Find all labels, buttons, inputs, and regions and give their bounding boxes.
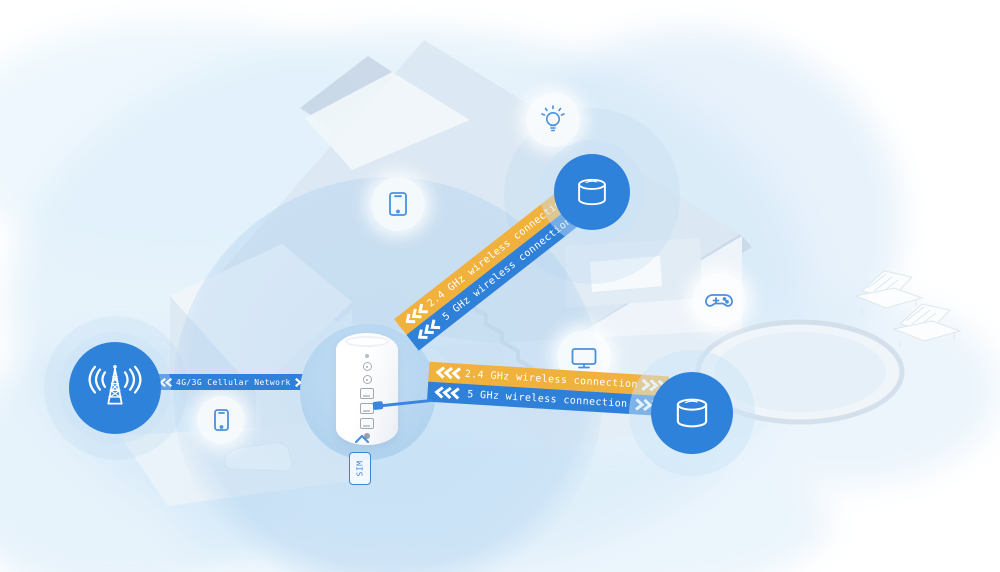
up-arrow-icon <box>354 434 370 444</box>
router-ports <box>360 354 374 439</box>
gable-wall <box>170 244 352 392</box>
ethernet-port <box>360 388 374 399</box>
cell-tower-icon <box>88 365 142 405</box>
wifi-cylinder-icon <box>676 398 708 428</box>
smartphone-icon <box>197 396 245 444</box>
main-router-device <box>336 333 432 445</box>
lightbulb-icon <box>526 93 580 147</box>
car <box>224 442 293 472</box>
lounge-chairs <box>854 270 962 347</box>
sim-label: SIM <box>355 460 365 477</box>
stairs <box>469 304 535 371</box>
tablet-icon <box>371 177 425 231</box>
cell-tower-node <box>69 342 161 434</box>
gamepad-icon <box>692 273 746 327</box>
left-chevrons-icon <box>414 318 442 343</box>
sim-card-icon: SIM <box>349 452 371 485</box>
link-24ghz-right: 2.4 GHz wireless connection <box>428 361 669 397</box>
right-mesh-node <box>651 372 733 454</box>
roof-dormer <box>305 72 470 170</box>
round-button <box>362 375 372 384</box>
upper-mesh-node <box>554 154 630 230</box>
power-port <box>364 433 370 439</box>
led-dot <box>365 354 369 358</box>
left-chevrons-icon <box>402 302 430 327</box>
right-link-bands: 2.4 GHz wireless connection 5 GHz wirele… <box>427 361 669 417</box>
round-button <box>362 362 372 371</box>
link-label: 4G/3G Cellular Network <box>176 377 291 387</box>
ethernet-port <box>360 418 374 429</box>
wifi-cylinder-icon <box>578 178 606 206</box>
link-4g3g-cellular: 4G/3G Cellular Network <box>146 374 316 390</box>
left-chevrons-icon <box>435 366 462 380</box>
left-chevrons-icon <box>434 386 461 400</box>
